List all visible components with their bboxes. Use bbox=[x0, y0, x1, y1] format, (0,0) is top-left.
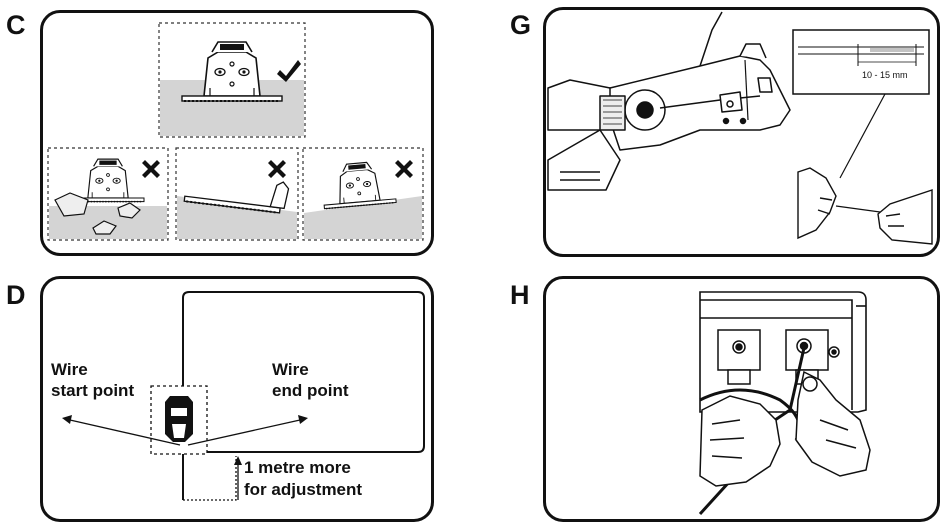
panel-letter-d: D bbox=[6, 280, 26, 310]
adjustment-label-line2: for adjustment bbox=[244, 480, 363, 499]
panel-h-frame bbox=[543, 276, 940, 522]
panel-letter-c: C bbox=[6, 10, 26, 40]
strip-length-label: 10 - 15 mm bbox=[862, 70, 908, 80]
wire-start-label-line1: Wire bbox=[51, 360, 88, 379]
panel-c-frame bbox=[40, 10, 434, 256]
adjustment-label-line1: 1 metre more bbox=[244, 458, 351, 477]
panel-letter-h: H bbox=[510, 280, 530, 310]
panel-g-frame bbox=[543, 7, 940, 257]
wire-end-label-line2: end point bbox=[272, 381, 349, 400]
wire-end-label-line1: Wire bbox=[272, 360, 309, 379]
panel-letter-g: G bbox=[510, 10, 532, 40]
wire-start-label-line2: start point bbox=[51, 381, 135, 400]
